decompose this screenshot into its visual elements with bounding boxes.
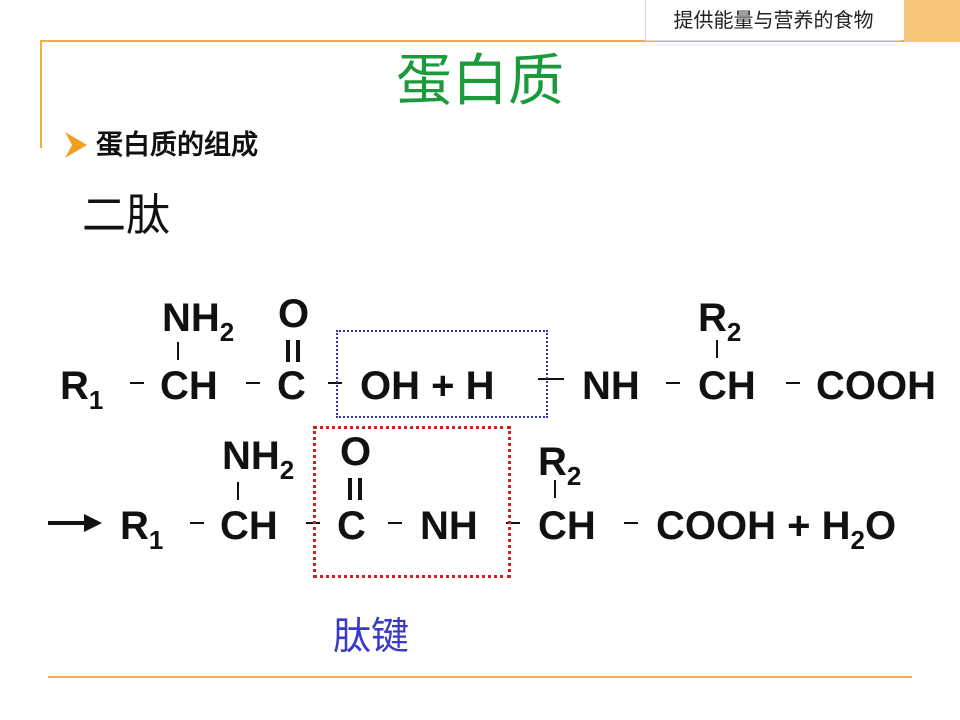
header-title: 提供能量与营养的食物: [645, 0, 901, 41]
r1-bond-4: [538, 378, 564, 380]
bullet-text: 蛋白质的组成: [96, 130, 258, 161]
section-title: 二肽: [82, 190, 170, 241]
triangle-arrow-icon: [65, 132, 87, 158]
r2-nh2-group: NH2: [222, 434, 295, 485]
r1-r1-group: R1: [60, 364, 104, 415]
r2-vertical-bond-a: [237, 482, 239, 500]
r1-ch-a: CH: [160, 364, 218, 408]
r1-oh-plus-h: OH + H: [360, 364, 495, 408]
r2-ch-a: CH: [220, 504, 278, 548]
r2-cooh-plus-water: COOH + H2O: [656, 504, 897, 555]
page-title: 蛋白质: [396, 49, 564, 114]
peptide-bond-label: 肽键: [333, 614, 410, 658]
r1-c-a: C: [277, 364, 306, 408]
r2-oxygen: O: [340, 430, 372, 474]
r1-oxygen: O: [278, 292, 310, 336]
r1-r2-group: R2: [698, 296, 742, 347]
r2-double-bond-left: [348, 478, 352, 500]
top-rule: [40, 40, 904, 42]
r1-nh2-group: NH2: [162, 296, 235, 347]
r1-bond-3: [328, 382, 342, 384]
r2-r2-group: R2: [538, 440, 582, 491]
r2-bond-5: [624, 522, 638, 524]
r1-bond-6: [786, 382, 800, 384]
water-removal-highlight: [336, 330, 548, 418]
r1-vertical-bond-a: [177, 342, 179, 360]
r1-double-bond-right: [296, 340, 300, 362]
r1-ch-b: CH: [698, 364, 756, 408]
r2-vertical-bond-b: [554, 480, 556, 498]
r1-double-bond-left: [286, 340, 290, 362]
r2-ch-b: CH: [538, 504, 596, 548]
r2-nh: NH: [420, 504, 478, 548]
reaction-arrow-icon: [48, 514, 102, 532]
r1-cooh: COOH: [816, 364, 936, 408]
corner-block: [904, 0, 960, 42]
r2-c-a: C: [337, 504, 366, 548]
r1-nh: NH: [582, 364, 640, 408]
r1-vertical-bond-b: [716, 340, 718, 358]
peptide-bond-highlight: [313, 426, 511, 578]
left-rule: [40, 40, 42, 148]
r1-bond-5: [666, 382, 680, 384]
r2-double-bond-right: [358, 478, 362, 500]
r2-r1-group: R1: [120, 504, 164, 555]
r2-bond-1: [190, 522, 204, 524]
r2-bond-3: [388, 522, 402, 524]
bottom-rule: [48, 676, 912, 678]
r2-bond-4: [506, 522, 520, 524]
r1-bond-2: [246, 382, 260, 384]
r1-bond-1: [130, 382, 144, 384]
